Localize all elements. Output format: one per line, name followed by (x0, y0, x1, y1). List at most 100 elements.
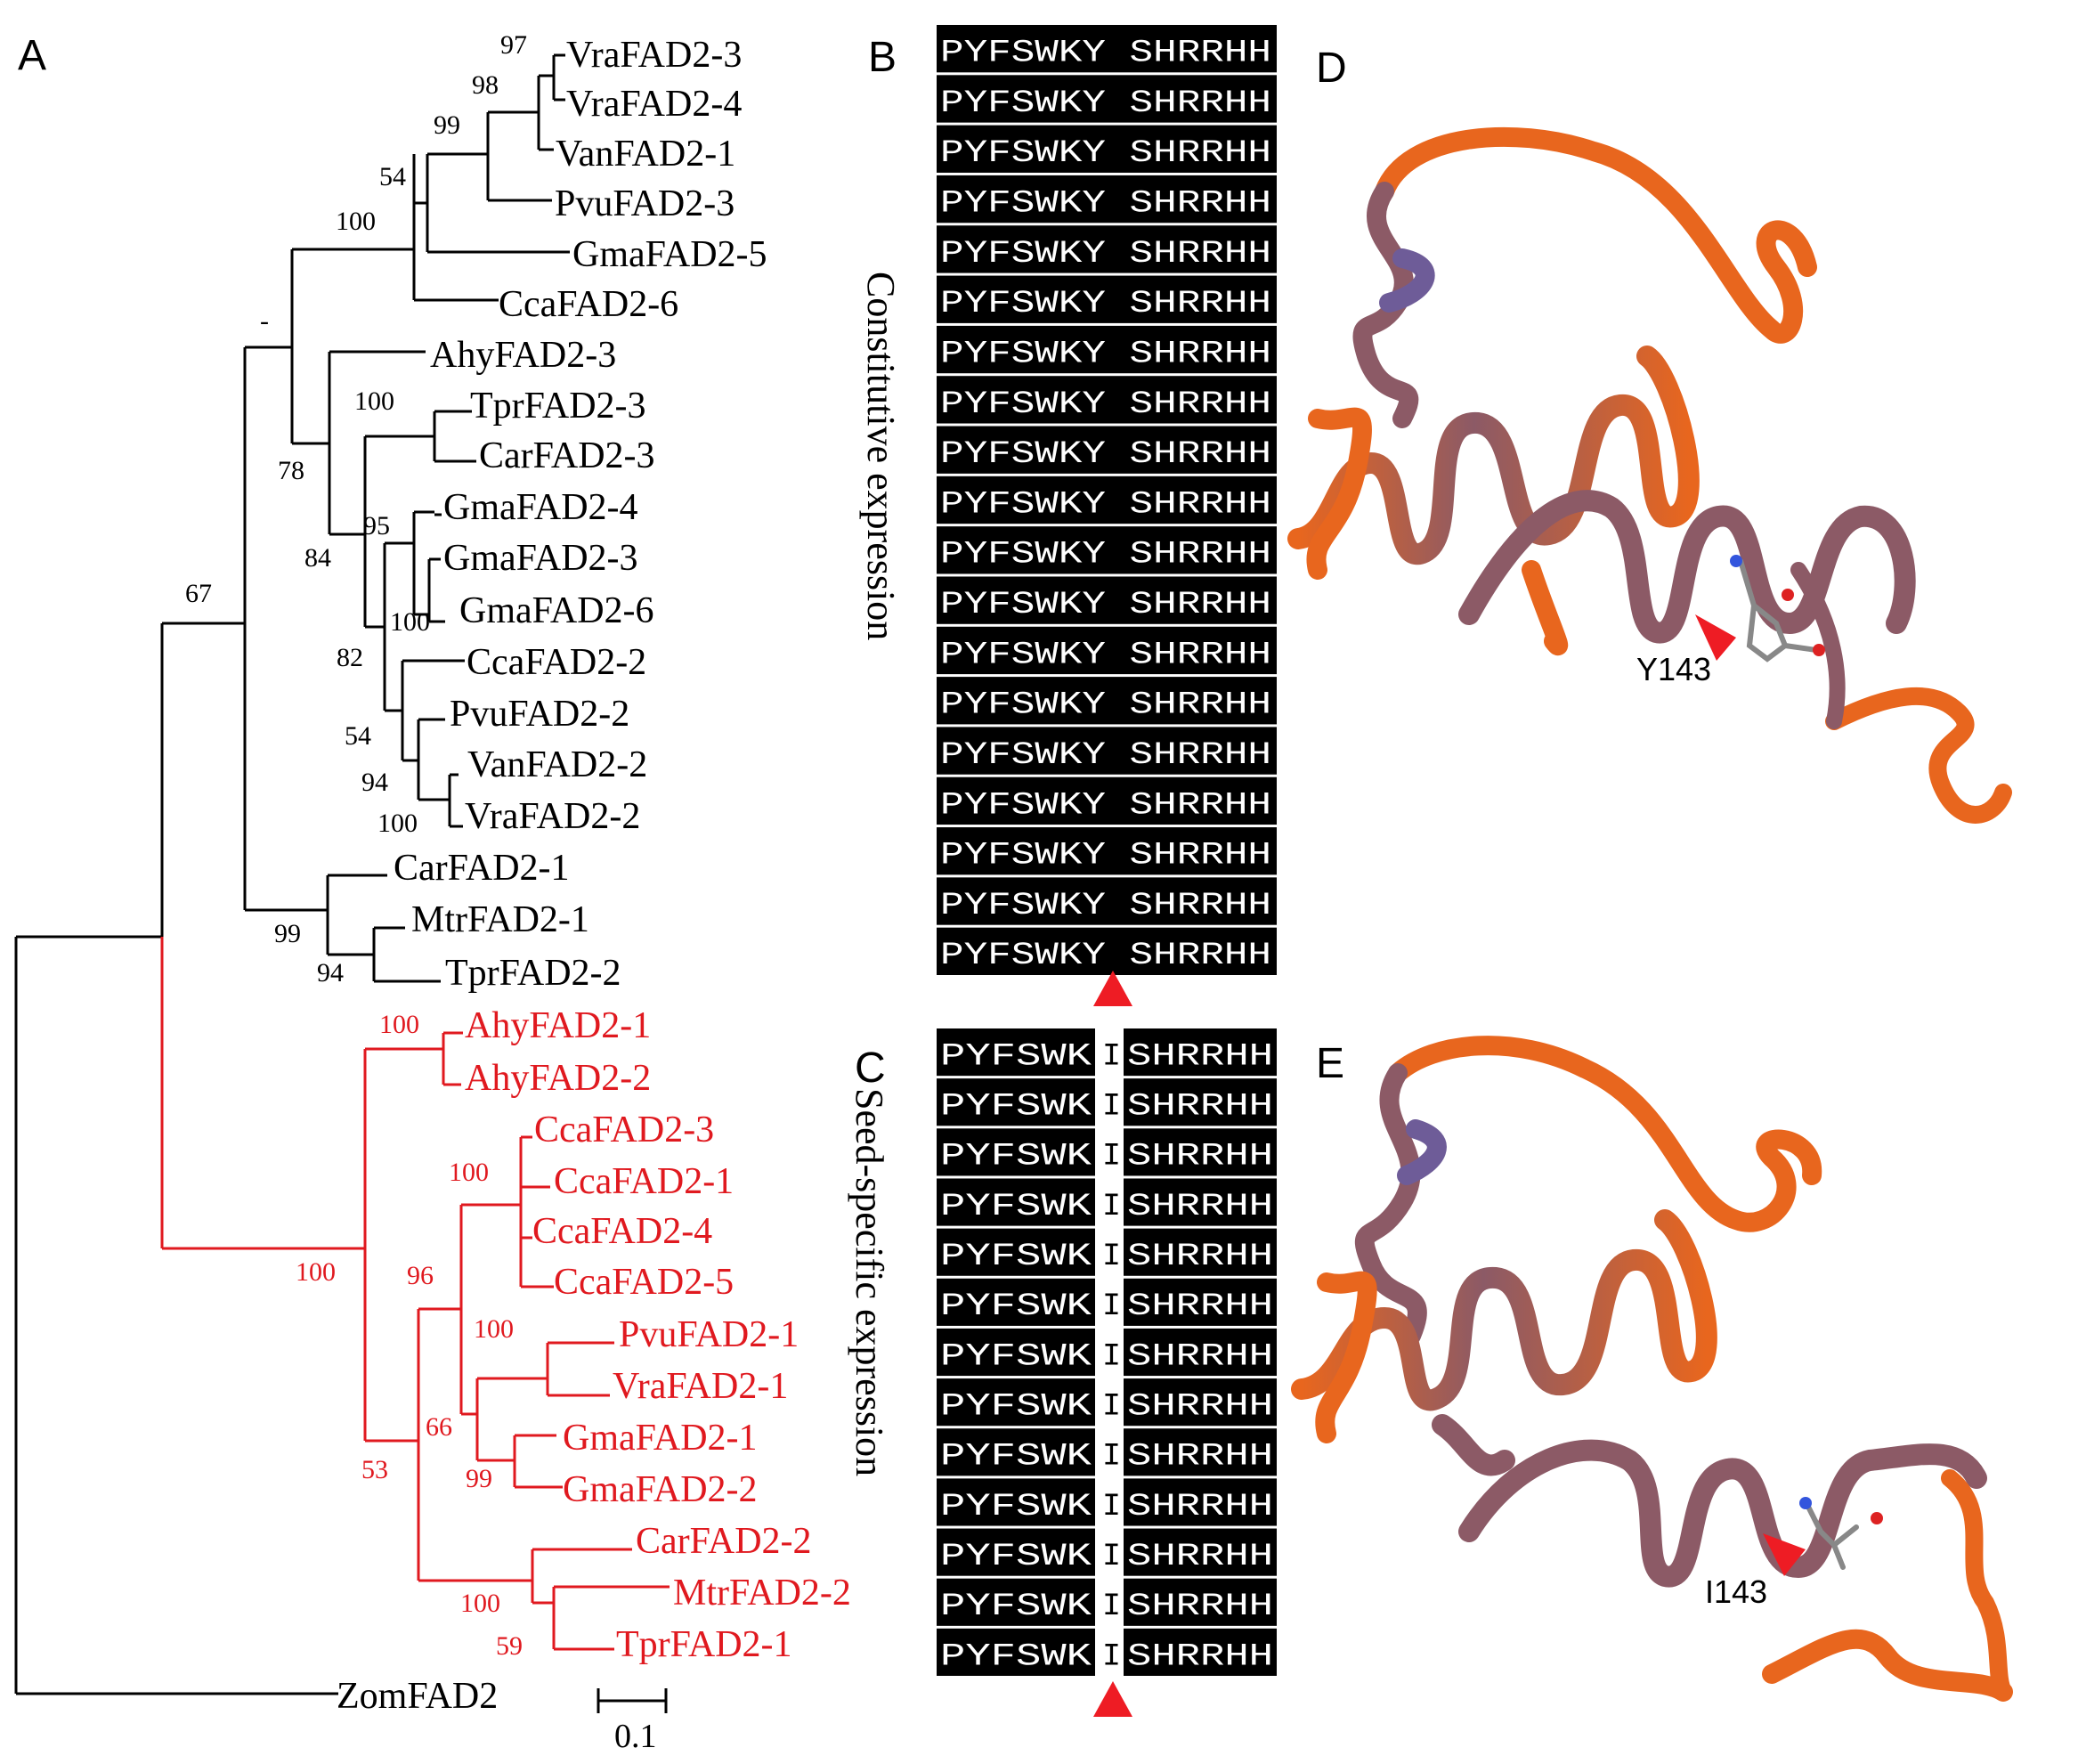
alignment-row-bg (937, 275, 1277, 323)
protein-structure-e (1291, 1036, 2013, 1702)
alignment-row-constitutive: PYFSWKY SHRRHH (940, 888, 1271, 923)
alignment-row-bg (937, 175, 1277, 224)
alignment-row-constitutive: PYFSWKY SHRRHH (940, 236, 1271, 272)
alignment-row-seed-left: PYFSWK (940, 1638, 1092, 1674)
alignment-row-bg (937, 827, 1277, 875)
leaf-label: PvuFAD2-3 (555, 183, 735, 224)
alignment-row-seed-left: PYFSWK (940, 1389, 1092, 1425)
leaf-label: GmaFAD2-5 (572, 234, 767, 275)
alignment-row-bg-left (937, 1028, 1095, 1077)
alignment-row-constitutive: PYFSWKY SHRRHH (940, 486, 1271, 522)
bootstrap-label-seed: 66 (426, 1412, 452, 1442)
alignment-row-bg-right (1124, 1428, 1277, 1476)
leaf-label-seed: PvuFAD2-1 (619, 1314, 799, 1355)
bootstrap-label: 99 (434, 110, 460, 140)
outgroup-label: ZomFAD2 (337, 1676, 498, 1717)
leaf-label-seed: CcaFAD2-4 (532, 1211, 712, 1252)
alignment-row-constitutive: PYFSWKY SHRRHH (940, 587, 1271, 622)
leaf-label-seed: MtrFAD2-2 (673, 1573, 851, 1614)
leaf-label-seed: GmaFAD2-2 (563, 1469, 758, 1510)
panel-label-e: E (1316, 1040, 1344, 1087)
alignment-row-bg (937, 877, 1277, 925)
alignment-row-constitutive: PYFSWKY SHRRHH (940, 286, 1271, 321)
alignment-row-bg-left (937, 1278, 1095, 1326)
bootstrap-label: 84 (304, 543, 331, 573)
alignment-row-bg-left (937, 1078, 1095, 1126)
bootstrap-label-seed: 100 (449, 1158, 489, 1187)
alignment-row-seed-right: SHRRHH (1127, 1589, 1273, 1624)
bootstrap-label-seed: 100 (296, 1257, 336, 1287)
alignment-row-bg-left (937, 1328, 1095, 1377)
alignment-row-constitutive: PYFSWKY SHRRHH (940, 185, 1271, 221)
bootstrap-label: 67 (185, 579, 212, 608)
alignment-row-bg-left (937, 1628, 1095, 1676)
alignment-row-seed-right: SHRRHH (1127, 1489, 1273, 1524)
alignment-row-seed-site: I (1102, 1288, 1121, 1324)
alignment-row-bg-left (937, 1528, 1095, 1576)
alignment-row-bg-right (1124, 1078, 1277, 1126)
leaf-label: VraFAD2-3 (566, 35, 742, 76)
alignment-row-seed-left: PYFSWK (940, 1139, 1092, 1175)
bootstrap-label: 100 (377, 809, 418, 838)
panel-label-d: D (1316, 45, 1347, 92)
protein-structure-d (1287, 126, 2012, 824)
alignment-row-seed-left: PYFSWK (940, 1288, 1092, 1324)
alignment-row-constitutive: PYFSWKY SHRRHH (940, 436, 1271, 472)
alignment-row-seed-left: PYFSWK (940, 1038, 1092, 1074)
alignment-row-bg (937, 677, 1277, 725)
alignment-row-constitutive: PYFSWKY SHRRHH (940, 36, 1271, 71)
alignment-row-constitutive: PYFSWKY SHRRHH (940, 537, 1271, 573)
alignment-row-seed-right: SHRRHH (1127, 1139, 1273, 1175)
leaf-label-seed: CcaFAD2-1 (554, 1161, 734, 1202)
alignment-row-bg-left (937, 1478, 1095, 1526)
leaf-label: VanFAD2-1 (556, 134, 735, 175)
alignment-row-seed-site: I (1102, 1189, 1121, 1224)
alignment-row-constitutive: PYFSWKY SHRRHH (940, 85, 1271, 121)
leaf-label: VraFAD2-2 (465, 796, 640, 837)
alignment-row-seed-site: I (1102, 1089, 1121, 1125)
alignment-row-bg-right (1124, 1378, 1277, 1427)
bootstrap-label-seed: 59 (496, 1631, 523, 1661)
alignment-row-bg (937, 25, 1277, 73)
alignment-row-seed-site: I (1102, 1389, 1121, 1425)
alignment-row-bg-right (1124, 1128, 1277, 1176)
alignment-row-constitutive: PYFSWKY SHRRHH (940, 687, 1271, 723)
alignment-row-bg (937, 476, 1277, 524)
alignment-row-seed-site: I (1102, 1239, 1121, 1274)
alignment-row-constitutive: PYFSWKY SHRRHH (940, 637, 1271, 672)
bootstrap-label: 99 (274, 919, 301, 948)
bootstrap-label-seed: 100 (474, 1314, 514, 1344)
alignment-row-seed-right: SHRRHH (1127, 1288, 1273, 1324)
alignment-row-seed-left: PYFSWK (940, 1189, 1092, 1224)
scale-bar-label: 0.1 (614, 1718, 657, 1755)
bootstrap-label-seed: 100 (460, 1589, 500, 1618)
alignment-row-bg (937, 727, 1277, 775)
leaf-label: CcaFAD2-6 (499, 284, 678, 325)
alignment-row-seed-left: PYFSWK (940, 1089, 1092, 1125)
alignment-row-constitutive: PYFSWKY SHRRHH (940, 938, 1271, 973)
leaf-label: TprFAD2-2 (445, 953, 621, 994)
alignment-row-bg-right (1124, 1178, 1277, 1226)
alignment-row-constitutive: PYFSWKY SHRRHH (940, 787, 1271, 823)
alignment-row-seed-right: SHRRHH (1127, 1089, 1273, 1125)
bootstrap-label: 100 (390, 607, 430, 637)
alignment-row-seed-right: SHRRHH (1127, 1189, 1273, 1224)
leaf-label: AhyFAD2-3 (430, 335, 616, 376)
alignment-row-bg (937, 325, 1277, 374)
leaf-label: TprFAD2-3 (470, 386, 646, 427)
leaf-label-seed: TprFAD2-1 (616, 1624, 792, 1665)
bootstrap-label: 78 (278, 456, 304, 485)
site-arrow-seed (1093, 1681, 1132, 1717)
alignment-row-bg (937, 75, 1277, 123)
bootstrap-label: 94 (361, 768, 388, 797)
alignment-row-bg-right (1124, 1578, 1277, 1626)
panel-label-c: C (855, 1045, 886, 1092)
leaf-label: GmaFAD2-6 (459, 590, 654, 631)
leaf-label: CcaFAD2-2 (467, 642, 646, 683)
alignment-row-bg (937, 626, 1277, 675)
leaf-label-seed: CarFAD2-2 (636, 1521, 812, 1562)
alignment-row-seed-site: I (1102, 1589, 1121, 1624)
alignment-row-seed-left: PYFSWK (940, 1439, 1092, 1475)
leaf-label-seed: VraFAD2-1 (613, 1366, 788, 1407)
